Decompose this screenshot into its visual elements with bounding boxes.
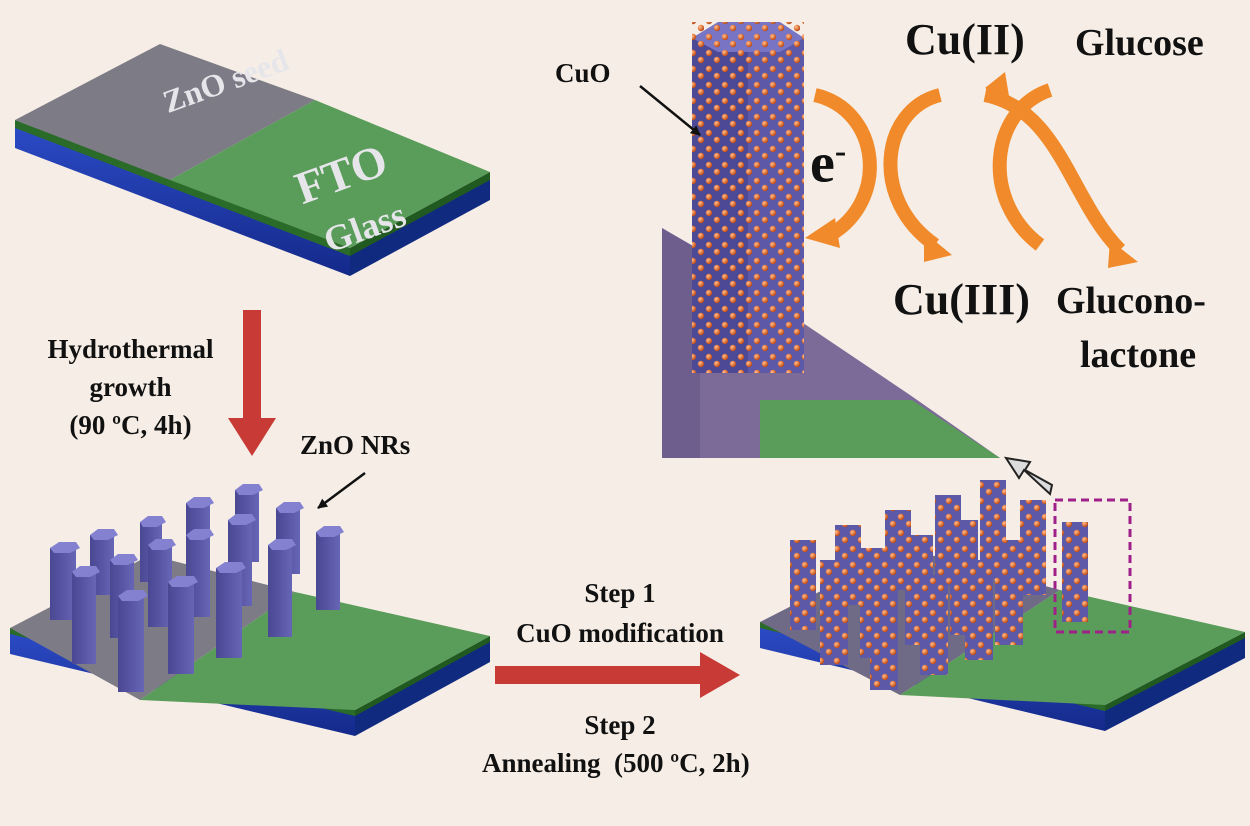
substrate-cuo-nanorods [760,456,1245,731]
redox-cycle [813,83,1126,255]
substrate-nanorods [10,471,490,736]
hydrothermal-line1: Hydrothermal [47,334,214,364]
zno-nrs-pointer [317,471,366,510]
zoom-arrow [1003,456,1054,496]
step1-title: Step 1 [584,578,656,608]
fto-layer [170,100,490,248]
step1-text: CuO modification [516,618,724,648]
glucose-label: Glucose [1075,22,1204,64]
cuo-pointer [639,85,701,136]
step2-title: Step 2 [584,710,656,740]
hydrothermal-conditions: (90 ºC, 4h) [69,410,192,440]
gluconolactone-line2: lactone [1080,334,1197,376]
step2-text: Annealing (500 ºC, 2h) [482,748,750,778]
hydrothermal-line2: growth [89,372,172,402]
inset-rod [692,22,804,373]
cu3-label: Cu(III) [893,275,1030,324]
cuo-nanorods [790,480,1088,690]
cuo-label: CuO [555,58,611,88]
arrow-down [228,310,276,456]
arrow-right [495,652,740,698]
zno-nanorods [50,484,344,692]
zno-nrs-label: ZnO NRs [300,430,411,460]
gluconolactone-line1: Glucono- [1056,280,1206,322]
zno-seed-layer [15,44,315,180]
substrate-initial [15,44,490,276]
inset-zoom [639,22,1138,458]
cu2-label: Cu(II) [905,15,1025,64]
electron-label: e- [810,132,847,195]
